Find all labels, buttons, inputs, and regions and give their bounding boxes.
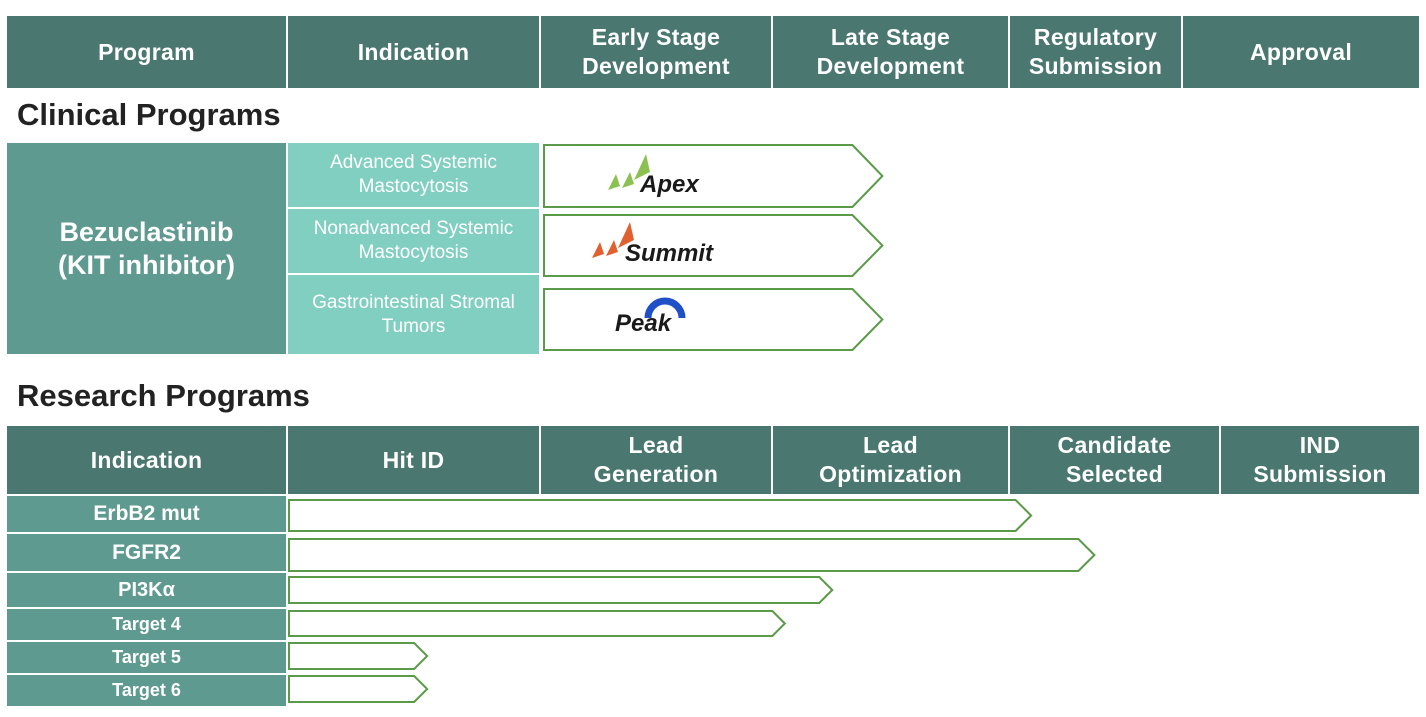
summit-logo-text: Summit xyxy=(625,240,714,267)
summit-peak-icon xyxy=(606,240,618,256)
peak-logo-text: Peak xyxy=(615,310,672,337)
research-row-target4: Target 4 xyxy=(7,609,286,640)
indication-advsm: Advanced Systemic Mastocytosis xyxy=(288,143,539,207)
header-early-stage: Early Stage Development xyxy=(541,16,771,88)
apex-peak-icon xyxy=(634,154,650,180)
research-row-target5: Target 5 xyxy=(7,642,286,673)
research-row-pi3k: PI3Kα xyxy=(7,573,286,607)
apex-peak-icon xyxy=(622,172,634,188)
research-progress-arrow-4 xyxy=(288,610,787,637)
apex-peak-icon xyxy=(608,174,620,190)
summit-peak-icon xyxy=(592,242,604,258)
research-progress-arrow-1 xyxy=(288,499,1033,532)
research-header-candidate: Candidate Selected xyxy=(1010,426,1219,494)
research-header-lead-generation: Lead Generation xyxy=(541,426,771,494)
apex-logo-text: Apex xyxy=(640,171,699,198)
clinical-progress-arrow-1 xyxy=(543,144,884,208)
research-row-target6: Target 6 xyxy=(7,675,286,706)
indication-gist: Gastrointestinal Stromal Tumors xyxy=(288,275,539,354)
header-program: Program xyxy=(7,16,286,88)
summit-peak-icon xyxy=(618,222,634,248)
indication-nonadvsm: Nonadvanced Systemic Mastocytosis xyxy=(288,209,539,273)
peak-arc-icon xyxy=(644,297,686,319)
research-header-ind: IND Submission xyxy=(1221,426,1419,494)
clinical-progress-arrow-3 xyxy=(543,288,884,351)
research-header-hit-id: Hit ID xyxy=(288,426,539,494)
research-progress-arrow-6 xyxy=(288,675,429,703)
research-row-erbb2: ErbB2 mut xyxy=(7,496,286,532)
header-approval: Approval xyxy=(1183,16,1419,88)
research-header-indication: Indication xyxy=(7,426,286,494)
research-header-lead-optimization: Lead Optimization xyxy=(773,426,1008,494)
program-bezuclastinib: Bezuclastinib (KIT inhibitor) xyxy=(7,143,286,354)
header-regulatory: Regulatory Submission xyxy=(1010,16,1181,88)
research-progress-arrow-5 xyxy=(288,642,429,670)
header-late-stage: Late Stage Development xyxy=(773,16,1008,88)
research-row-fgfr2: FGFR2 xyxy=(7,534,286,571)
header-indication: Indication xyxy=(288,16,539,88)
clinical-programs-title: Clinical Programs xyxy=(17,97,281,132)
research-progress-arrow-3 xyxy=(288,576,834,604)
research-programs-title: Research Programs xyxy=(17,378,310,413)
research-progress-arrow-2 xyxy=(288,538,1096,572)
clinical-progress-arrow-2 xyxy=(543,214,884,277)
